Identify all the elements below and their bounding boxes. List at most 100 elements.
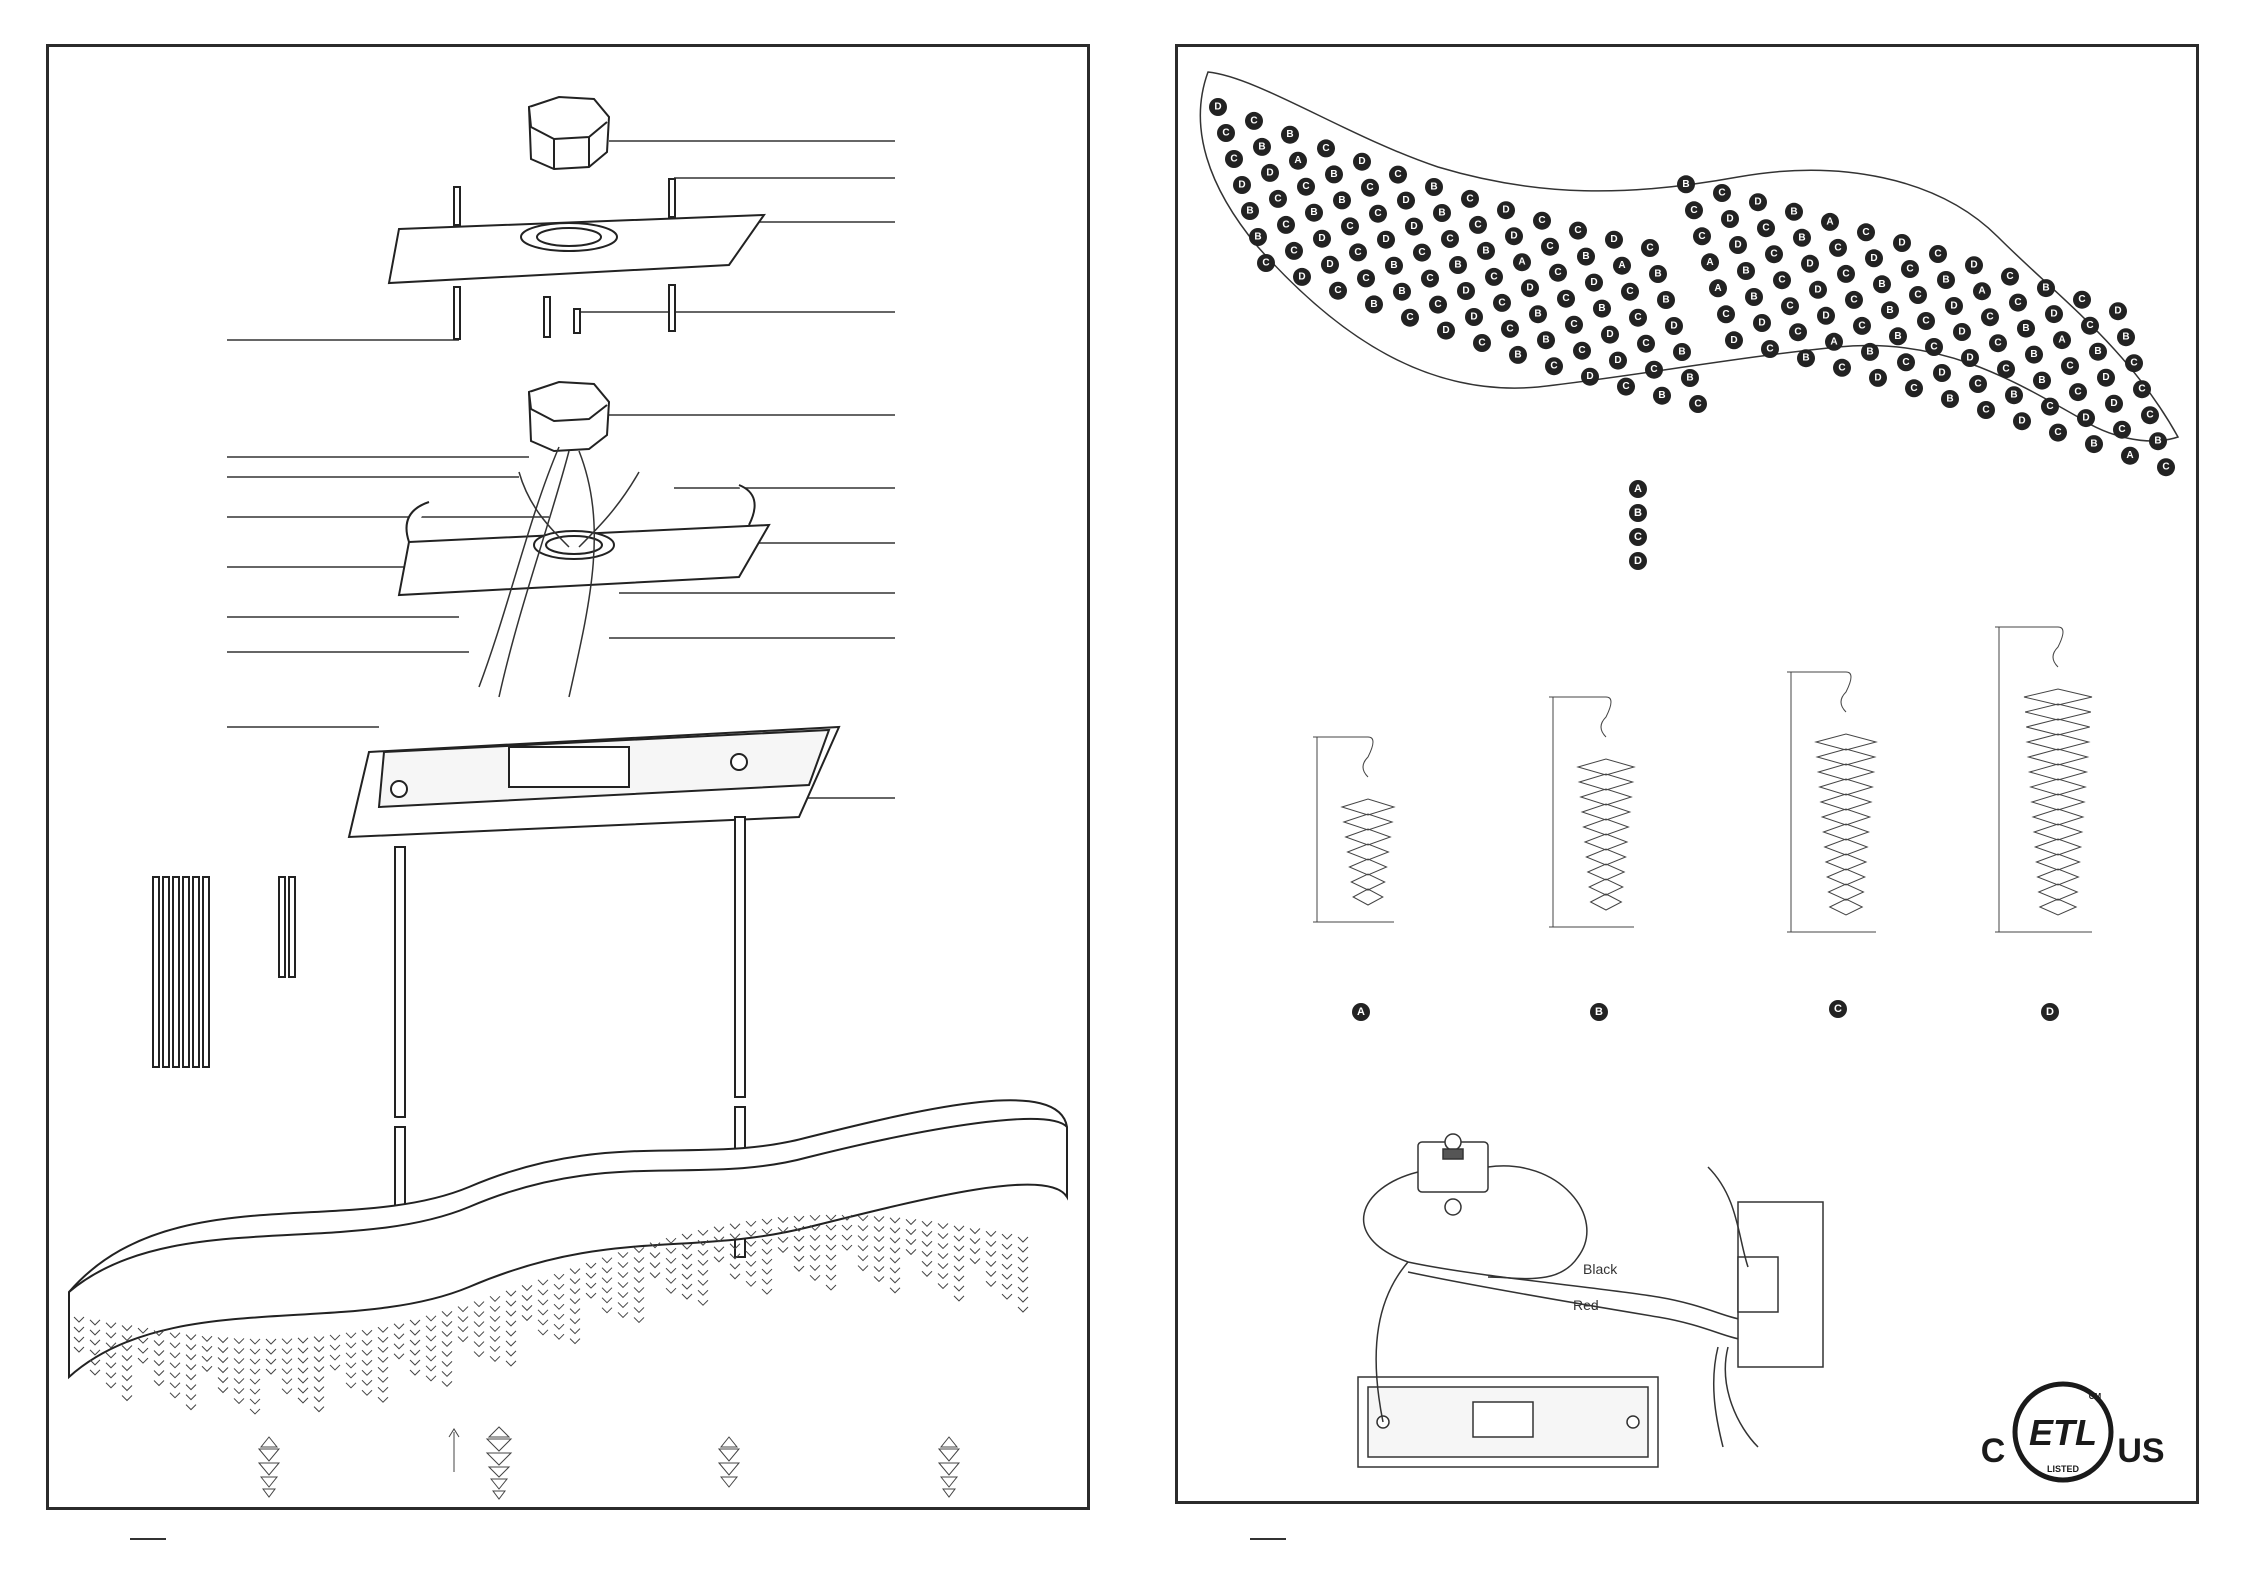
pattern-bead-label: B (1654, 269, 1661, 280)
pattern-bead-label: C (1642, 338, 1649, 349)
pattern-bead-label: C (2074, 387, 2081, 398)
pattern-bead (1941, 390, 1959, 408)
legend: A B C D (1629, 480, 1647, 570)
pattern-bead (1845, 290, 1863, 309)
pattern-bead-label: D (2018, 416, 2025, 427)
pattern-bead (1761, 340, 1779, 358)
pattern-bead (1285, 241, 1303, 260)
pattern-bead-label: B (1802, 353, 1809, 364)
pattern-bead-label: B (2090, 439, 2097, 450)
pattern-bead (1465, 308, 1483, 326)
wave-crystal-strand (905, 1219, 917, 1256)
pattern-bead (1329, 281, 1347, 300)
pattern-bead-label: C (1550, 361, 1557, 372)
pattern-bead-label: C (1322, 143, 1329, 154)
pattern-bead-label: B (2042, 283, 2049, 294)
pattern-bead (1321, 255, 1339, 274)
pattern-bead-label: C (1570, 319, 1577, 330)
pattern-bead-label: C (1426, 273, 1433, 284)
pattern-bead-label: C (1434, 299, 1441, 310)
wave-crystal-strand (89, 1319, 101, 1376)
wave-crystal-strand (201, 1335, 213, 1372)
crystal-strand-diagram (1995, 626, 2093, 933)
wave-crystal-strand (777, 1216, 789, 1254)
pattern-bead (2097, 368, 2115, 387)
pattern-bead (1433, 204, 1451, 222)
pattern-bead-label: C (1474, 219, 1481, 230)
wave-crystal-strand (185, 1334, 197, 1411)
wave-crystal-strand (969, 1228, 981, 1265)
pattern-bead (1341, 217, 1359, 236)
pattern-bead (1925, 338, 1943, 356)
pattern-bead-label: D (1734, 240, 1741, 251)
pattern-bead (1909, 286, 1927, 304)
wave-crystal-strand (1001, 1233, 1013, 1300)
pattern-bead-label: D (1874, 372, 1881, 383)
pattern-bead-label: C (1626, 286, 1633, 297)
pattern-bead (1933, 364, 1951, 382)
pattern-bead-label: A (1714, 283, 1721, 294)
pattern-bead (1357, 269, 1375, 288)
pattern-bead (2113, 420, 2131, 439)
pattern-bead-label: C (1850, 294, 1857, 305)
pattern-bead-label: D (1318, 233, 1325, 244)
pattern-bead-label: C (1554, 267, 1561, 278)
pattern-bead (1493, 293, 1511, 312)
wave-crystal-strand (617, 1252, 629, 1319)
pattern-bead-label: D (1266, 167, 1273, 178)
pattern-bead-label: C (2046, 401, 2053, 412)
pattern-bead (1429, 295, 1447, 314)
pattern-bead-label: D (1758, 318, 1765, 329)
pattern-bead (1757, 219, 1775, 238)
pattern-bead-label: B (1942, 275, 1949, 286)
wave-crystal-strand (681, 1233, 693, 1300)
wave-crystal-strand (649, 1242, 661, 1279)
pattern-bead-label: C (1762, 223, 1769, 234)
pattern-bead-label: C (2138, 384, 2145, 395)
wave-crystal-strand (473, 1301, 485, 1358)
pattern-bead-label: A (1294, 155, 1301, 166)
pattern-bead-label: C (1538, 215, 1545, 226)
pattern-bead (1745, 288, 1763, 306)
pattern-bead (1249, 228, 1267, 246)
wave-crystal-strand (1017, 1236, 1029, 1313)
pattern-bead-label: A (2126, 450, 2133, 461)
etl-certification-mark: ETL LISTED CM C US (1981, 1381, 2165, 1483)
wave-crystal-strand (569, 1268, 581, 1345)
pattern-bead (1241, 202, 1259, 220)
pattern-bead (1385, 256, 1403, 275)
pattern-bead-label: D (1526, 283, 1533, 294)
pattern-bead-label: C (1262, 258, 1269, 269)
pattern-bead-label: C (1922, 316, 1929, 327)
wave-crystal-strand (489, 1295, 501, 1363)
pattern-bead (1477, 241, 1495, 260)
pattern-bead (2017, 319, 2035, 338)
pattern-bead-label: B (1682, 179, 1689, 190)
legend-dot-c (1629, 528, 1647, 546)
strand-dot-b (1590, 1003, 1608, 1021)
pattern-bead (1797, 349, 1815, 368)
pattern-bead-label: C (1374, 208, 1381, 219)
pattern-bead-label: D (2110, 398, 2117, 409)
wave-crystal-strand (841, 1214, 853, 1251)
pattern-bead-label: C (1418, 247, 1425, 258)
pattern-bead (1281, 125, 1299, 144)
pattern-bead (1685, 201, 1703, 220)
pattern-bead (1389, 165, 1407, 184)
pattern-bead (1529, 305, 1547, 324)
pattern-bead-label: B (2030, 349, 2037, 360)
pattern-bead (1657, 291, 1675, 309)
pattern-bead (1513, 253, 1531, 272)
pattern-bead (2125, 354, 2143, 373)
screw (453, 286, 461, 340)
pattern-bead-label: B (2010, 390, 2017, 401)
pattern-bead-label: C (1982, 405, 1989, 416)
wave-crystal-strand (697, 1229, 709, 1306)
pattern-bead (1765, 245, 1783, 264)
pattern-bead (1269, 189, 1287, 208)
strand-label-a: A (1357, 1006, 1365, 1018)
pattern-bead (1457, 282, 1475, 300)
legend-label-c: C (1634, 531, 1642, 543)
pattern-bead-label: D (1870, 253, 1877, 264)
pattern-bead (1917, 312, 1935, 330)
